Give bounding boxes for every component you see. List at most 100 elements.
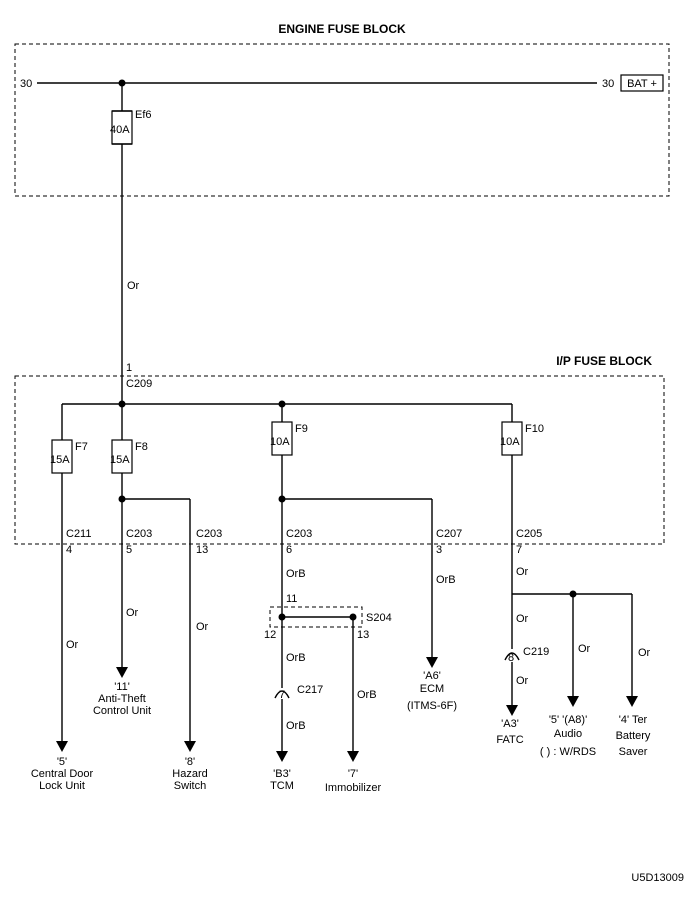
audio-wire-color: Or <box>578 643 591 655</box>
load-fatc-line1: FATC <box>496 734 523 746</box>
load-fatc: 'A3' FATC <box>496 718 523 746</box>
f9-out-wire-color: OrB <box>286 568 306 580</box>
arrow-ecm <box>426 657 438 668</box>
f10-out-wire-color: Or <box>516 566 529 578</box>
s204-right-pin: 13 <box>357 629 369 641</box>
arrow-hazard <box>184 741 196 752</box>
load-central-door-line2: Lock Unit <box>39 780 85 792</box>
c205-connector: C205 <box>516 528 542 540</box>
fuse-f7-rating: 15A <box>50 454 70 466</box>
arrow-tcm <box>276 751 288 762</box>
battery-saver-wire-color: Or <box>638 647 651 659</box>
c203-right-pin: 13 <box>196 544 208 556</box>
tcm-lower-wire-color: OrB <box>286 720 306 732</box>
s204-left-pin: 12 <box>264 629 276 641</box>
c209-connector: C209 <box>126 378 152 390</box>
load-fatc-ref: 'A3' <box>501 718 519 730</box>
fuse-f9-name: F9 <box>295 423 308 435</box>
ecm-wire-color: OrB <box>436 574 456 586</box>
c217-pin: 7 <box>279 689 285 701</box>
fatc-upper-wire-color: Or <box>516 613 529 625</box>
fuse-f8-rating: 15A <box>110 454 130 466</box>
load-central-door-ref: '5' <box>57 756 67 768</box>
arrow-antitheft <box>116 667 128 678</box>
load-ecm: 'A6' ECM (ITMS-6F) <box>407 670 457 712</box>
central-door-wire-color: Or <box>66 639 79 651</box>
fuse-f8-name: F8 <box>135 441 148 453</box>
c203-mid-pin: 6 <box>286 544 292 556</box>
load-audio: '5' '(A8)' Audio ( ) : W/RDS <box>540 714 596 758</box>
fuse-ef6-rating: 40A <box>110 124 130 136</box>
load-battery-saver: '4' Ter Battery Saver <box>616 714 651 758</box>
load-audio-line1: Audio <box>554 728 582 740</box>
fatc-lower-wire-color: Or <box>516 675 529 687</box>
diagram-code: U5D13009 <box>631 872 684 884</box>
load-hazard-ref: '8' <box>185 756 195 768</box>
load-battery-saver-line1: Battery <box>616 730 651 742</box>
antitheft-wire-color: Or <box>126 607 139 619</box>
load-ecm-line2: (ITMS-6F) <box>407 700 457 712</box>
c203-right-connector: C203 <box>196 528 222 540</box>
arrow-immobilizer <box>347 751 359 762</box>
c211-pin: 4 <box>66 544 72 556</box>
engine-fuse-block-outline <box>14 43 670 197</box>
feed-wire-color: Or <box>127 280 140 292</box>
c211-connector: C211 <box>66 528 91 540</box>
bus-right-label: 30 <box>602 78 614 90</box>
fuse-f7-name: F7 <box>75 441 88 453</box>
arrow-fatc <box>506 705 518 716</box>
tcm-upper-wire-color: OrB <box>286 652 306 664</box>
c217-connector-symbol <box>274 690 290 699</box>
c207-pin: 3 <box>436 544 442 556</box>
fuse-f9-rating: 10A <box>270 436 290 448</box>
hazard-wire-color: Or <box>196 621 209 633</box>
s204-splice-box <box>269 606 363 628</box>
load-hazard-line2: Switch <box>174 780 206 792</box>
c219-pin: 8 <box>508 652 514 664</box>
load-tcm: 'B3' TCM <box>270 768 294 792</box>
load-ecm-ref: 'A6' <box>423 670 441 682</box>
arrow-battery-saver <box>626 696 638 707</box>
c203-left-pin: 5 <box>126 544 132 556</box>
ip-fuse-block-outline <box>14 375 665 545</box>
c203-mid-connector: C203 <box>286 528 312 540</box>
c219-connector: C219 <box>523 646 549 658</box>
load-antitheft: '11' Anti-Theft Control Unit <box>93 681 151 717</box>
load-immobilizer-line1: Immobilizer <box>325 782 382 794</box>
bus-left-label: 30 <box>20 78 32 90</box>
load-tcm-line1: TCM <box>270 780 294 792</box>
load-central-door-line1: Central Door <box>31 768 94 780</box>
load-antitheft-ref: '11' <box>114 681 130 693</box>
fuse-ef6-name: Ef6 <box>135 109 152 121</box>
fuse-f10-name: F10 <box>525 423 544 435</box>
c207-connector: C207 <box>436 528 462 540</box>
load-antitheft-line1: Anti-Theft <box>98 693 146 705</box>
load-hazard-line1: Hazard <box>172 768 207 780</box>
c219-connector-symbol <box>504 652 520 661</box>
immobilizer-wire-color: OrB <box>357 689 377 701</box>
load-ecm-line1: ECM <box>420 683 444 695</box>
arrow-audio <box>567 696 579 707</box>
load-immobilizer-ref: '7' <box>348 768 358 780</box>
arrow-central-door <box>56 741 68 752</box>
load-tcm-ref: 'B3' <box>273 768 291 780</box>
s204-label: S204 <box>366 612 392 624</box>
load-immobilizer: '7' Immobilizer <box>325 768 382 794</box>
c205-pin: 7 <box>516 544 522 556</box>
fuse-f10-rating: 10A <box>500 436 520 448</box>
load-audio-ref: '5' '(A8)' <box>549 714 587 726</box>
load-central-door: '5' Central Door Lock Unit <box>31 756 94 792</box>
battery-terminal-label: BAT + <box>627 78 657 90</box>
load-battery-saver-ref: '4' Ter <box>619 714 648 726</box>
s204-in-pin: 11 <box>286 593 297 605</box>
c217-connector: C217 <box>297 684 323 696</box>
ip-fuse-block-title: I/P FUSE BLOCK <box>556 354 652 368</box>
c203-left-connector: C203 <box>126 528 152 540</box>
load-antitheft-line2: Control Unit <box>93 705 151 717</box>
load-hazard: '8' Hazard Switch <box>172 756 207 792</box>
engine-fuse-block-title: ENGINE FUSE BLOCK <box>278 22 406 36</box>
battery-terminal-box <box>620 74 664 92</box>
load-audio-line2: ( ) : W/RDS <box>540 746 596 758</box>
c209-pin: 1 <box>126 362 132 374</box>
